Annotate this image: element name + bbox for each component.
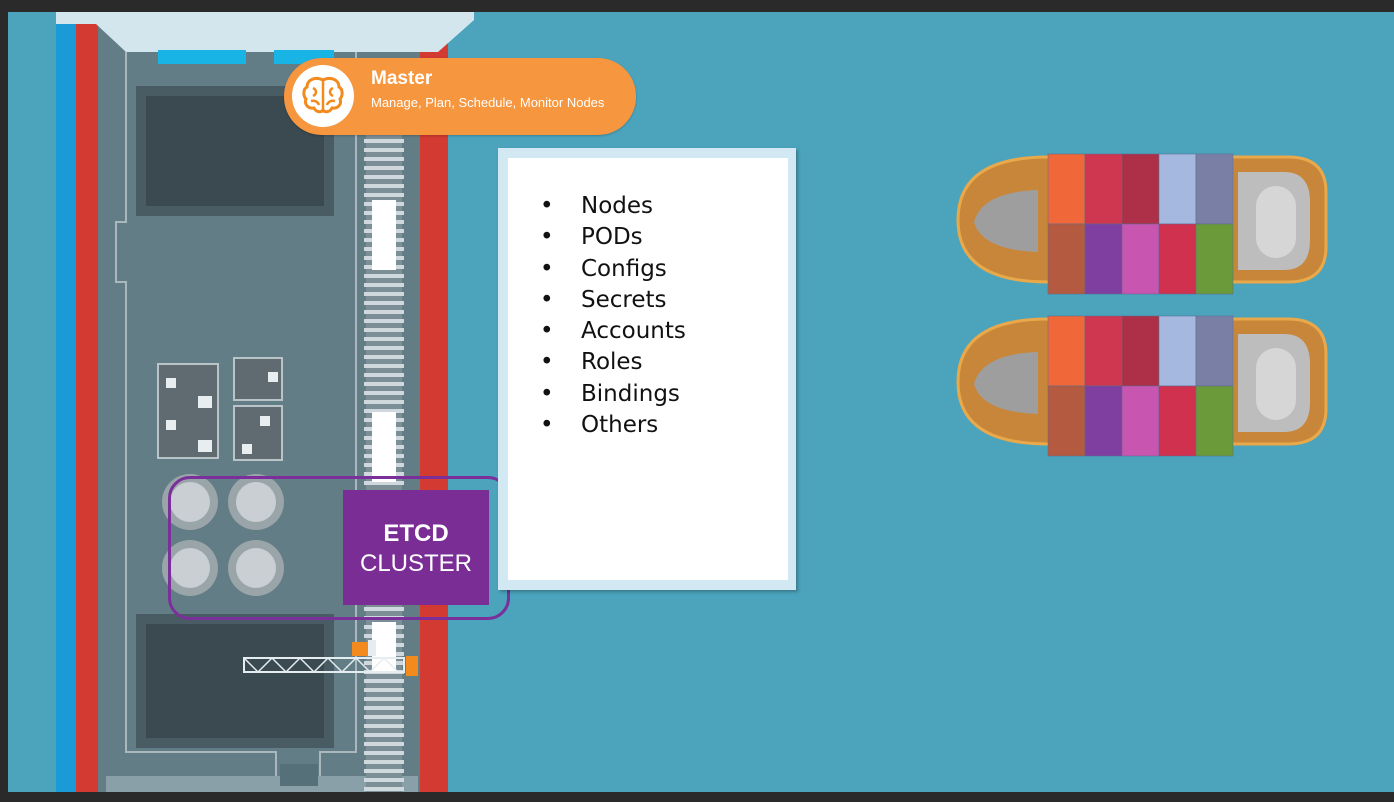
list-item: • Others — [540, 410, 686, 441]
worker-ships — [956, 153, 1328, 457]
bullet-icon: • — [540, 380, 554, 407]
etcd-title: ETCD — [383, 520, 449, 547]
master-badge: Master Manage, Plan, Schedule, Monitor N… — [284, 58, 636, 135]
bullet-icon: • — [540, 224, 554, 251]
list-item: • Accounts — [540, 316, 686, 347]
etcd-cluster-label: ETCD CLUSTER — [343, 490, 489, 605]
list-item-label: Roles — [581, 349, 643, 376]
bullet-icon: • — [540, 349, 554, 376]
resource-list: • Nodes • PODs • Configs • Secrets • Accounts… — [540, 191, 686, 441]
list-item-label: Secrets — [581, 286, 667, 313]
list-item-label: Accounts — [581, 318, 686, 345]
bullet-icon: • — [540, 255, 554, 282]
master-title: Master — [371, 68, 433, 89]
list-item-label: Configs — [581, 255, 667, 282]
list-item-label: Others — [581, 412, 659, 439]
bullet-icon: • — [540, 286, 554, 313]
brain-icon — [292, 65, 354, 127]
bullet-icon: • — [540, 318, 554, 345]
list-item-label: Bindings — [581, 380, 680, 407]
master-ship — [56, 12, 474, 792]
master-subtitle: Manage, Plan, Schedule, Monitor Nodes — [371, 95, 605, 110]
list-item: • Secrets — [540, 285, 686, 316]
list-item: • Nodes — [540, 191, 686, 222]
bullet-icon: • — [540, 193, 554, 219]
etcd-subtitle: CLUSTER — [359, 550, 473, 577]
resource-list-card: • Nodes • PODs • Configs • Secrets • Accounts… — [498, 148, 796, 590]
diagram-canvas: ETCD CLUSTER Master Manage, Plan, Schedu… — [8, 12, 1394, 792]
list-item: • Roles — [540, 347, 686, 378]
list-item: • PODs — [540, 222, 686, 253]
bullet-icon: • — [540, 412, 554, 439]
resource-list-panel: • Nodes • PODs • Configs • Secrets • Accounts… — [508, 158, 788, 580]
list-item: • Bindings — [540, 379, 686, 410]
list-item-label: Nodes — [581, 193, 654, 219]
list-item: • Configs — [540, 254, 686, 285]
list-item-label: PODs — [581, 224, 643, 251]
